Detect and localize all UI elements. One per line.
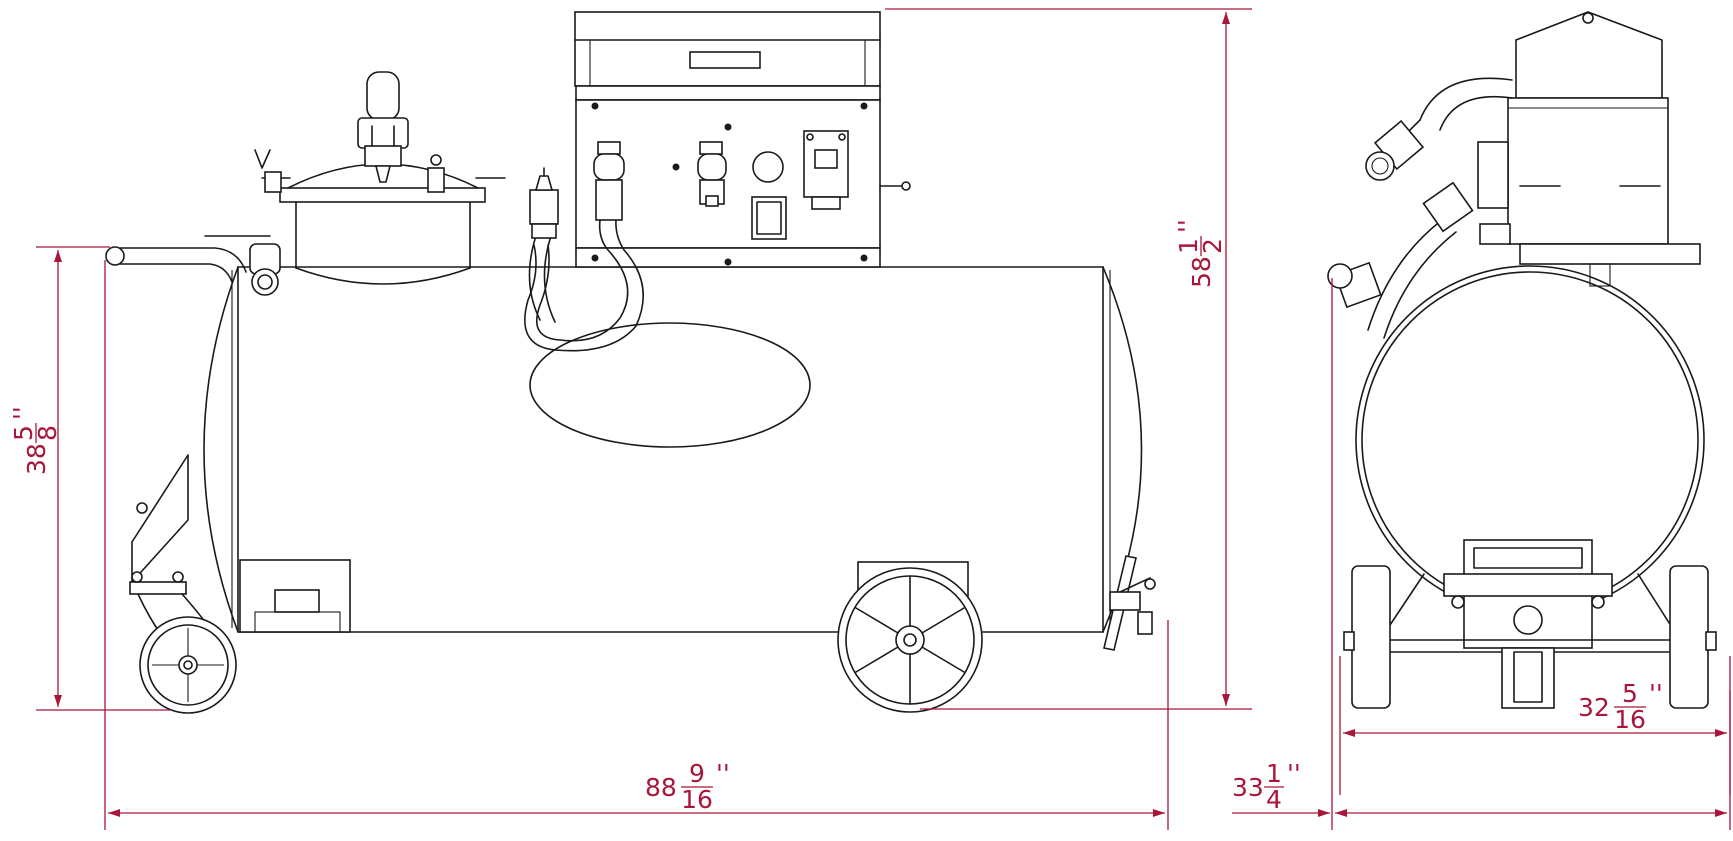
dim-whole: 33 [1232, 773, 1264, 802]
dim-whole: 58 [1187, 256, 1216, 288]
dim-unit: '' [1287, 759, 1301, 788]
side-view [105, 11, 1156, 714]
control-panel [574, 11, 911, 268]
dim-denominator: 8 [33, 425, 62, 441]
drain-valve [204, 235, 281, 296]
dim-whole: 38 [22, 443, 51, 475]
end-view-frame [1379, 539, 1681, 709]
dim-label-overall-height: 58 1 2 '' [1173, 219, 1227, 288]
dim-denominator: 16 [1614, 705, 1646, 734]
end-view-coupler [1327, 181, 1511, 339]
end-view [1327, 11, 1717, 709]
dim-numerator: 5 [1622, 679, 1638, 708]
dim-unit: '' [1649, 679, 1663, 708]
step-box [239, 559, 351, 633]
suction-hose [524, 167, 644, 352]
dim-label-wheel-track: 32 5 16 '' [1578, 679, 1663, 734]
end-view-wheels [1343, 565, 1717, 709]
dim-numerator: 1 [1174, 238, 1203, 254]
end-view-panel [1477, 11, 1701, 287]
dim-unit: '' [716, 759, 730, 788]
dim-numerator: 5 [9, 425, 38, 441]
manway-lid [254, 71, 506, 285]
rear-caster [129, 454, 237, 714]
dim-label-tank-height: 38 5 8 '' [8, 406, 62, 475]
dimension-lines [36, 8, 1731, 830]
dim-label-overall-width: 33 1 4 '' [1232, 759, 1301, 814]
dim-label-overall-length: 88 9 16 '' [645, 759, 730, 814]
dim-denominator: 4 [1266, 785, 1282, 814]
dim-denominator: 2 [1198, 238, 1227, 254]
dim-whole: 88 [645, 773, 677, 802]
tank-oval-panel [529, 322, 811, 448]
dim-denominator: 16 [681, 785, 713, 814]
push-handle [105, 246, 247, 283]
end-clamp [1103, 555, 1156, 651]
dim-numerator: 9 [689, 759, 705, 788]
dim-numerator: 1 [1266, 759, 1282, 788]
end-view-hose [1365, 77, 1513, 181]
dim-unit: '' [1173, 219, 1202, 233]
dim-whole: 32 [1578, 693, 1610, 722]
dim-unit: '' [8, 406, 37, 420]
main-wheel [837, 561, 983, 713]
